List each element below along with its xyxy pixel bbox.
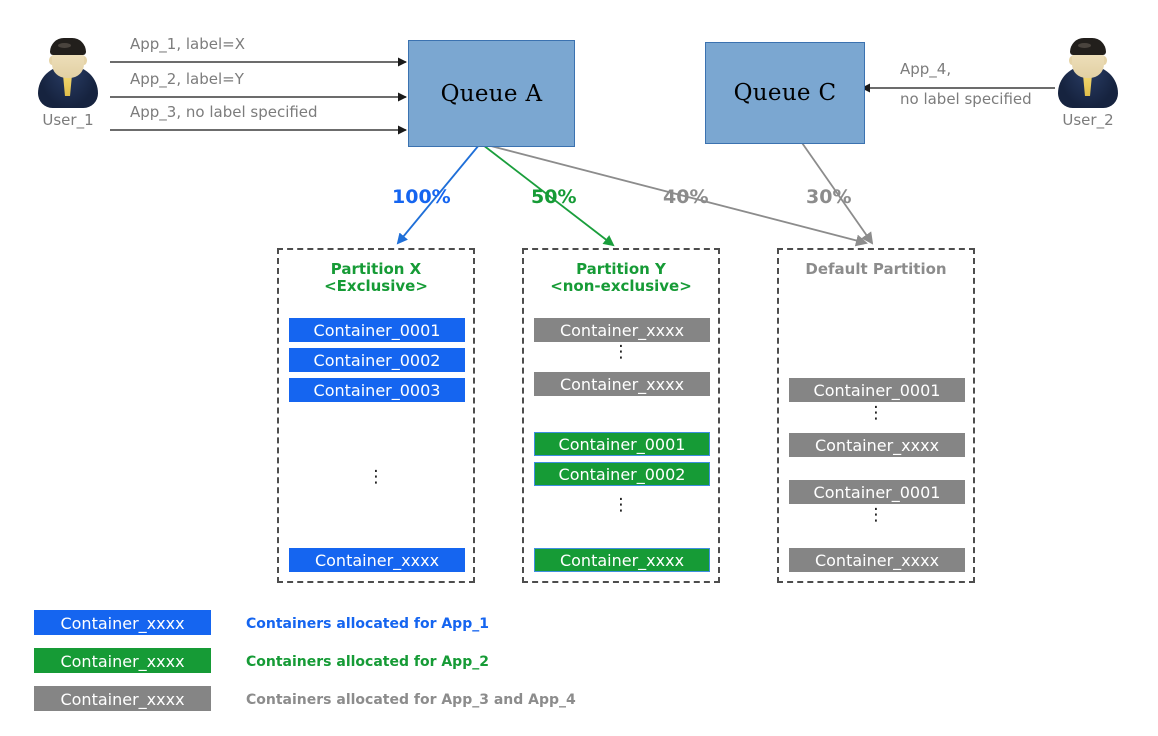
container-box[interactable]: Container_xxxx — [789, 548, 965, 572]
partition-y-subtitle-text: <non-exclusive> — [550, 277, 692, 295]
allocation-label-50: 50% — [531, 186, 577, 208]
legend-text-app-2: Containers allocated for App_2 — [246, 654, 489, 670]
ellipsis-indicator: ⋮ — [867, 403, 885, 423]
ellipsis-indicator: ⋮ — [367, 467, 385, 487]
user-1-label: User_1 — [42, 111, 94, 129]
allocation-label-30: 30% — [806, 186, 852, 208]
legend-text-app-3-4: Containers allocated for App_3 and App_4 — [246, 692, 576, 708]
partition-x-title: Partition X <Exclusive> — [279, 261, 473, 295]
container-box[interactable]: Container_xxxx — [534, 318, 710, 342]
user-2: User_2 — [1048, 36, 1128, 129]
submission-label-app-4-note: no label specified — [900, 90, 1032, 108]
user-2-label: User_2 — [1062, 111, 1114, 129]
queue-a-label: Queue A — [440, 80, 543, 107]
partition-y: Partition Y <non-exclusive> Container_xx… — [522, 248, 720, 583]
container-box[interactable]: Container_xxxx — [289, 548, 465, 572]
partition-x-title-text: Partition X — [330, 260, 422, 278]
ellipsis-indicator: ⋮ — [867, 505, 885, 525]
allocation-label-40: 40% — [663, 186, 709, 208]
allocation-label-100: 100% — [392, 186, 451, 208]
container-box[interactable]: Container_xxxx — [534, 548, 710, 572]
submission-label-app-4: App_4, — [900, 60, 952, 78]
queue-a-box[interactable]: Queue A — [408, 40, 575, 147]
queue-c-label: Queue C — [733, 80, 837, 106]
container-box[interactable]: Container_0001 — [534, 432, 710, 456]
submission-label-app-1: App_1, label=X — [130, 35, 246, 53]
ellipsis-indicator: ⋮ — [612, 342, 630, 362]
user-avatar-icon — [1055, 36, 1121, 108]
default-partition-title: Default Partition — [779, 261, 973, 278]
container-box[interactable]: Container_0001 — [789, 480, 965, 504]
legend-swatch-app-2: Container_xxxx — [34, 648, 211, 673]
partition-x: Partition X <Exclusive> Container_0001 C… — [277, 248, 475, 583]
container-box[interactable]: Container_0003 — [289, 378, 465, 402]
partition-x-subtitle-text: <Exclusive> — [324, 277, 428, 295]
user-avatar-icon — [35, 36, 101, 108]
queue-c-box[interactable]: Queue C — [705, 42, 865, 144]
container-box[interactable]: Container_0002 — [534, 462, 710, 486]
submission-label-app-3: App_3, no label specified — [130, 103, 318, 121]
ellipsis-indicator: ⋮ — [612, 495, 630, 515]
container-box[interactable]: Container_0001 — [789, 378, 965, 402]
container-box[interactable]: Container_0001 — [289, 318, 465, 342]
legend-text-app-1: Containers allocated for App_1 — [246, 616, 489, 632]
submission-label-app-2: App_2, label=Y — [130, 70, 244, 88]
container-box[interactable]: Container_xxxx — [534, 372, 710, 396]
container-box[interactable]: Container_xxxx — [789, 433, 965, 457]
default-partition-title-text: Default Partition — [805, 260, 947, 278]
legend-swatch-app-1: Container_xxxx — [34, 610, 211, 635]
legend-swatch-app-3-4: Container_xxxx — [34, 686, 211, 711]
default-partition: Default Partition Container_0001 ⋮ Conta… — [777, 248, 975, 583]
container-box[interactable]: Container_0002 — [289, 348, 465, 372]
partition-y-title: Partition Y <non-exclusive> — [524, 261, 718, 295]
partition-y-title-text: Partition Y — [576, 260, 666, 278]
user-1: User_1 — [28, 36, 108, 129]
